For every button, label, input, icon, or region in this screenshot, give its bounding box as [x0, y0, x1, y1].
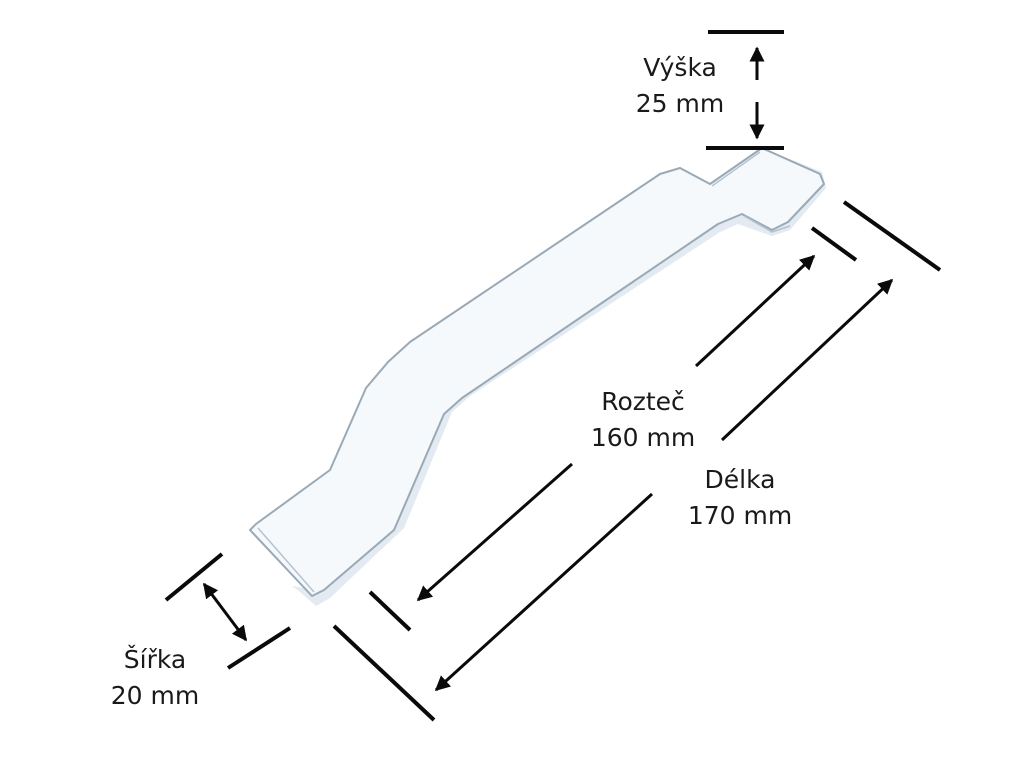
handle-edge-line — [743, 215, 791, 233]
handle-edge-line — [257, 527, 315, 593]
width-label: Šířka 20 mm — [80, 642, 230, 714]
length-arrow-upper — [720, 278, 894, 442]
width-dimension — [164, 552, 292, 670]
height-label-value: 25 mm — [635, 89, 725, 118]
width-label-value: 20 mm — [110, 681, 200, 710]
spacing-arrow-upper — [694, 254, 816, 368]
spacing-extension-line-top — [810, 226, 858, 262]
handle-top-face — [249, 147, 825, 597]
width-extension-line-bottom — [226, 626, 292, 670]
height-label: Výška 25 mm — [600, 50, 760, 122]
spacing-label-value: 160 mm — [590, 423, 696, 452]
spacing-dimension — [368, 226, 858, 632]
cabinet-handle — [249, 147, 826, 606]
length-label: Délka 170 mm — [665, 462, 815, 534]
length-dimension — [332, 200, 942, 722]
length-label-value: 170 mm — [687, 501, 793, 530]
width-extension-line-top — [164, 552, 224, 602]
length-extension-line-top — [842, 200, 942, 272]
height-dimension — [706, 30, 784, 150]
handle-edge-line — [711, 151, 761, 187]
spacing-extension-line-bottom — [368, 590, 412, 632]
length-arrow-lower — [434, 492, 654, 692]
spacing-arrow-lower — [416, 462, 573, 602]
length-label-name: Délka — [704, 465, 776, 494]
width-label-name: Šířka — [123, 645, 187, 674]
length-extension-line-bottom — [332, 624, 436, 722]
spacing-label: Rozteč 160 mm — [568, 384, 718, 456]
height-label-name: Výška — [643, 53, 717, 82]
spacing-label-name: Rozteč — [601, 387, 685, 416]
width-arrow — [202, 582, 248, 642]
